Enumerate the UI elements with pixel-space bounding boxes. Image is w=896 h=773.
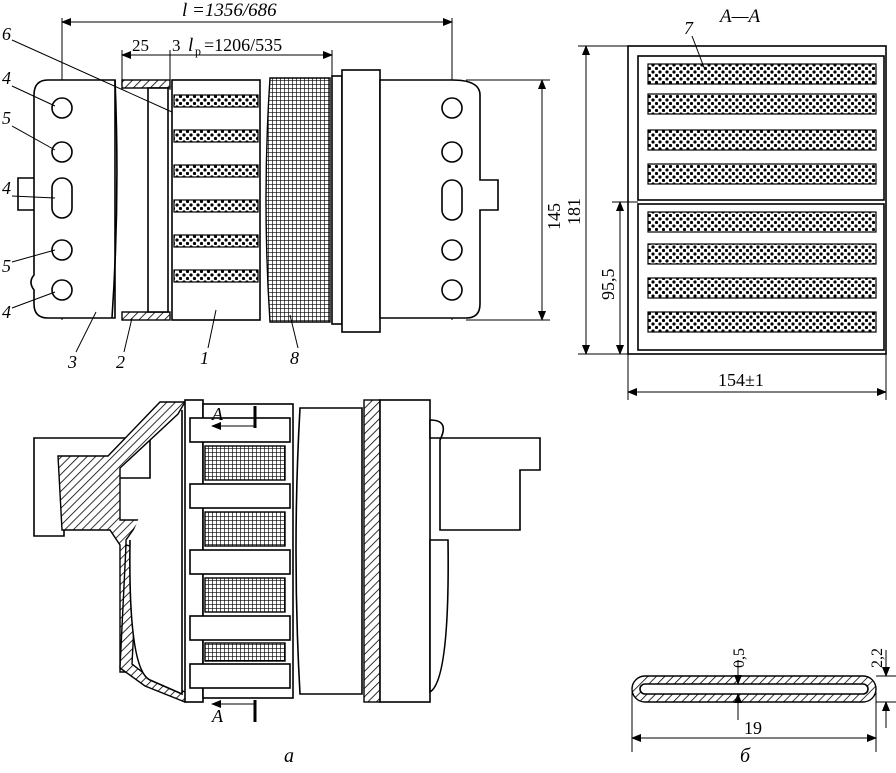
tube-wall-0-5: 0,5 xyxy=(731,648,748,668)
dim-25-label: 25 xyxy=(132,36,149,55)
tank-wall-top xyxy=(121,79,171,89)
callout-4-middle: 4 xyxy=(2,178,11,198)
tube-thickness-2-2: 2,2 xyxy=(869,648,886,668)
side-core-fins xyxy=(189,417,291,689)
height-145-label: 145 xyxy=(544,203,564,230)
callout-4-top: 4 xyxy=(2,68,11,88)
radiator-side-section: A A а xyxy=(33,399,541,767)
callout-5-lower: 5 xyxy=(2,256,11,276)
radiator-front-view: l =1356/686 25 3 l р =1206/535 xyxy=(2,0,564,372)
callout-7: 7 xyxy=(684,18,694,38)
working-length-subscript: р xyxy=(195,44,201,58)
callout-3-bottom: 3 xyxy=(67,352,77,372)
overall-length-label: l =1356/686 xyxy=(182,0,277,21)
section-mark-a-top: A xyxy=(211,404,224,424)
callout-5-upper: 5 xyxy=(2,108,11,128)
callout-8: 8 xyxy=(290,348,299,368)
tube-rows xyxy=(647,63,877,333)
section-height-181: 181 xyxy=(564,198,584,225)
dim-3-label: 3 xyxy=(172,36,181,55)
section-half-height-95-5: 95,5 xyxy=(598,269,618,301)
right-header-plate xyxy=(379,79,499,319)
left-header-holes xyxy=(51,97,73,301)
right-header-holes xyxy=(441,97,463,301)
core-fins xyxy=(173,94,259,283)
caption-b: б xyxy=(740,745,751,767)
callout-2: 2 xyxy=(116,352,125,372)
tube-width-19: 19 xyxy=(744,718,762,738)
section-title: A—A xyxy=(718,6,761,27)
section-a-a: A—A 7 181 95,5 154±1 xyxy=(564,6,887,400)
section-mark-a-bottom: A xyxy=(211,706,224,726)
section-outline xyxy=(627,45,887,355)
caption-a: а xyxy=(284,745,294,767)
tank-wall-bottom xyxy=(121,311,171,321)
working-length-value: =1206/535 xyxy=(204,35,282,55)
section-width-154: 154±1 xyxy=(718,370,764,390)
working-length-symbol: l xyxy=(188,35,193,56)
core-mesh-section xyxy=(265,77,331,323)
tube-cross-section: 19 0,5 2,2 б xyxy=(631,648,896,767)
callout-6: 6 xyxy=(2,24,11,44)
callout-1: 1 xyxy=(200,348,209,368)
callout-4-bottom: 4 xyxy=(2,302,11,322)
